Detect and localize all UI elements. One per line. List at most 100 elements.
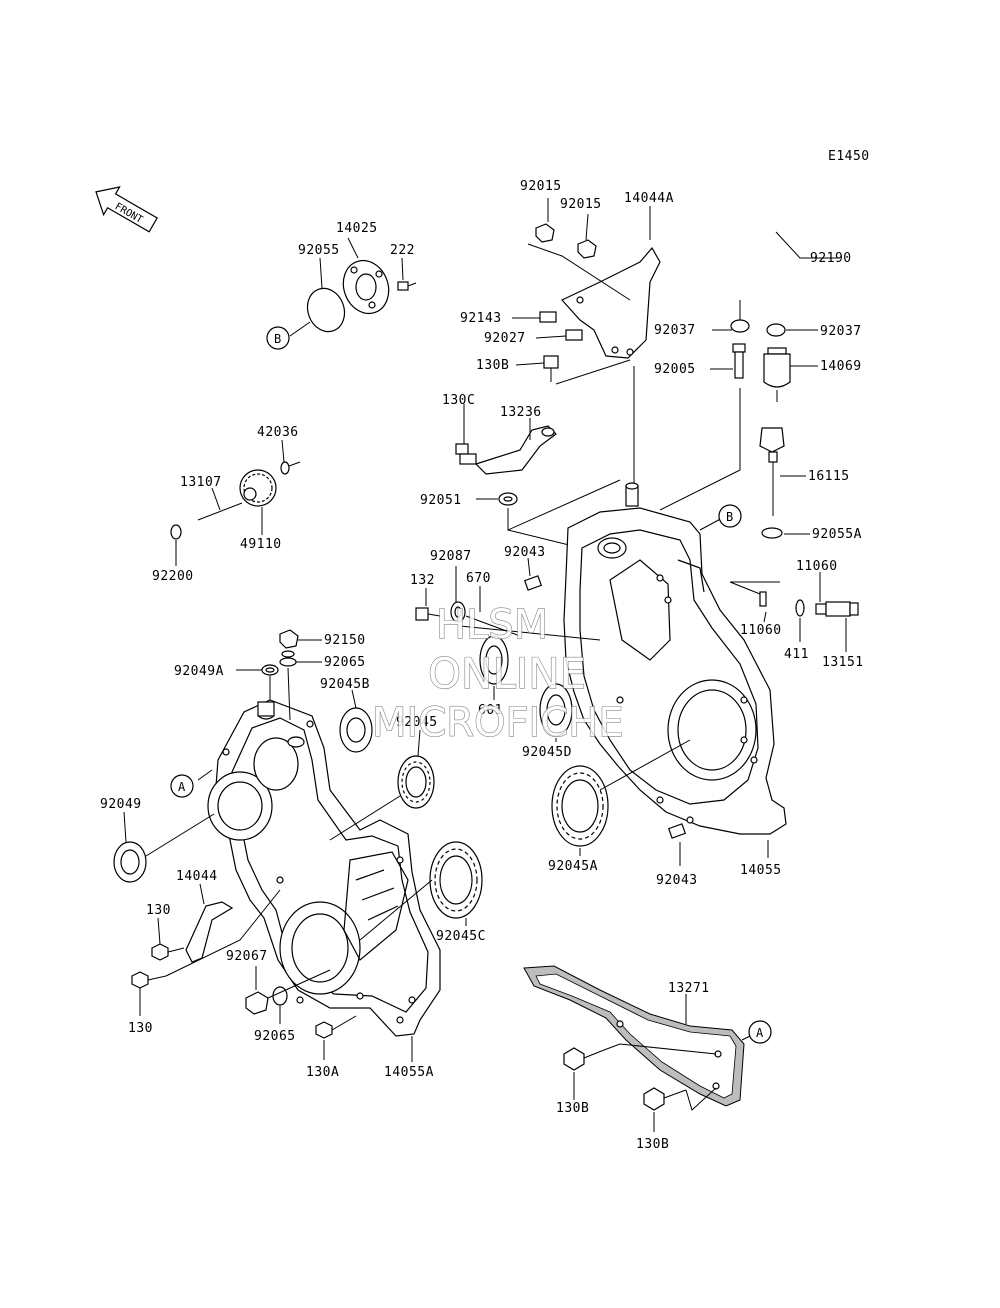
label-92143: 92143 — [460, 311, 502, 326]
bearing-92045 — [397, 755, 435, 809]
label-92045C: 92045C — [436, 929, 486, 944]
diagram-code: E1450 — [828, 149, 870, 164]
bolt-130B-a — [563, 1047, 605, 1071]
label-92043-bottom: 92043 — [656, 873, 698, 888]
bolt-130-a — [151, 943, 185, 961]
seal-92087 — [450, 601, 466, 623]
label-130B-a: 130B — [556, 1101, 589, 1116]
clamp-92037b — [766, 323, 786, 337]
bolt-130A — [315, 1015, 357, 1039]
label-92015b: 92015 — [560, 197, 602, 212]
dowel-92043-top — [523, 575, 543, 591]
cover-14025 — [342, 259, 390, 315]
bearing-92045B — [339, 707, 373, 753]
label-92043-top: 92043 — [504, 545, 546, 560]
label-92037b: 92037 — [820, 324, 862, 339]
label-13107: 13107 — [180, 475, 222, 490]
gear-49110 — [239, 469, 277, 507]
washer-92065-top — [279, 657, 297, 667]
oring-92055A — [761, 527, 783, 539]
label-11060b: 11060 — [740, 623, 782, 638]
label-92005: 92005 — [654, 362, 696, 377]
label-92065-bottom: 92065 — [254, 1029, 296, 1044]
case-14055A — [207, 699, 441, 1037]
label-130B-top: 130B — [476, 358, 509, 373]
label-14025: 14025 — [336, 221, 378, 236]
bearing-92045D — [539, 683, 573, 737]
label-601: 601 — [478, 703, 503, 718]
bearing-92045A — [551, 765, 609, 847]
fitting-92005 — [732, 343, 746, 379]
label-13151: 13151 — [822, 655, 864, 670]
washer-92065-bottom — [272, 986, 288, 1006]
case-14055 — [563, 482, 787, 835]
ref-marker-a-gasket-label: A — [756, 1026, 764, 1040]
washer-92051 — [498, 492, 518, 506]
ref-marker-a-gasket — [748, 1020, 772, 1044]
filter-14069 — [763, 347, 791, 402]
watermark-line2: ONLINE — [428, 649, 586, 698]
collar-92027 — [565, 329, 583, 341]
label-130A: 130A — [306, 1065, 339, 1080]
label-92200: 92200 — [152, 569, 194, 584]
bolt-130C — [455, 443, 477, 465]
label-92045: 92045 — [396, 715, 438, 730]
label-130-b: 130 — [128, 1021, 153, 1036]
bolt-132 — [415, 607, 441, 621]
label-13271: 13271 — [668, 981, 710, 996]
shaft-13107 — [197, 502, 243, 521]
washer-42036 — [280, 461, 301, 475]
label-92055: 92055 — [298, 243, 340, 258]
label-92049: 92049 — [100, 797, 142, 812]
spring-411 — [795, 599, 805, 617]
bracket-14044A — [561, 246, 661, 359]
label-92055A: 92055A — [812, 527, 862, 542]
dipstick-16115 — [759, 427, 785, 516]
washer-92049A — [261, 664, 279, 676]
label-92065-top: 92065 — [324, 655, 366, 670]
label-14044: 14044 — [176, 869, 218, 884]
dowel-92043-bottom — [667, 823, 687, 839]
bolt-13151 — [815, 601, 859, 617]
clamp-92037a — [730, 319, 750, 333]
arm-13236 — [474, 425, 557, 475]
watermark-line1: HLSM — [436, 602, 548, 648]
label-14069: 14069 — [820, 359, 862, 374]
label-132: 132 — [410, 573, 435, 588]
plug-92067 — [245, 991, 269, 1015]
label-92037a: 92037 — [654, 323, 696, 338]
label-92150: 92150 — [324, 633, 366, 648]
oring-92055 — [306, 287, 346, 333]
bracket-14044 — [185, 901, 234, 963]
watermark: HLSM ONLINE MICROFICHE — [371, 601, 624, 746]
shaft-670 — [465, 615, 521, 637]
ref-marker-b-label: B — [274, 332, 281, 346]
nut-92015a — [535, 223, 555, 243]
label-411: 411 — [784, 647, 809, 662]
label-14055A: 14055A — [384, 1065, 434, 1080]
ref-marker-a-case-label: A — [178, 780, 186, 794]
nut-92015b — [577, 239, 597, 259]
label-14055: 14055 — [740, 863, 782, 878]
watermark-line3: MICROFICHE — [372, 700, 624, 746]
ref-marker-b — [266, 326, 290, 350]
label-14044A: 14044A — [624, 191, 674, 206]
label-16115: 16115 — [808, 469, 850, 484]
label-49110: 49110 — [240, 537, 282, 552]
seal-92049 — [113, 841, 147, 883]
bearing-601 — [479, 635, 509, 685]
label-92015a: 92015 — [520, 179, 562, 194]
bolt-222 — [397, 281, 417, 291]
label-92027: 92027 — [484, 331, 526, 346]
gasket-13271 — [523, 965, 745, 1107]
pin-11060a — [759, 591, 767, 607]
ref-marker-b-case — [718, 504, 742, 528]
label-92049A: 92049A — [174, 664, 224, 679]
ref-marker-a-case — [170, 774, 194, 798]
hose-92190 — [744, 213, 780, 300]
bolt-130B-top — [543, 355, 559, 382]
washer-92200 — [170, 524, 182, 540]
label-92045B: 92045B — [320, 677, 370, 692]
